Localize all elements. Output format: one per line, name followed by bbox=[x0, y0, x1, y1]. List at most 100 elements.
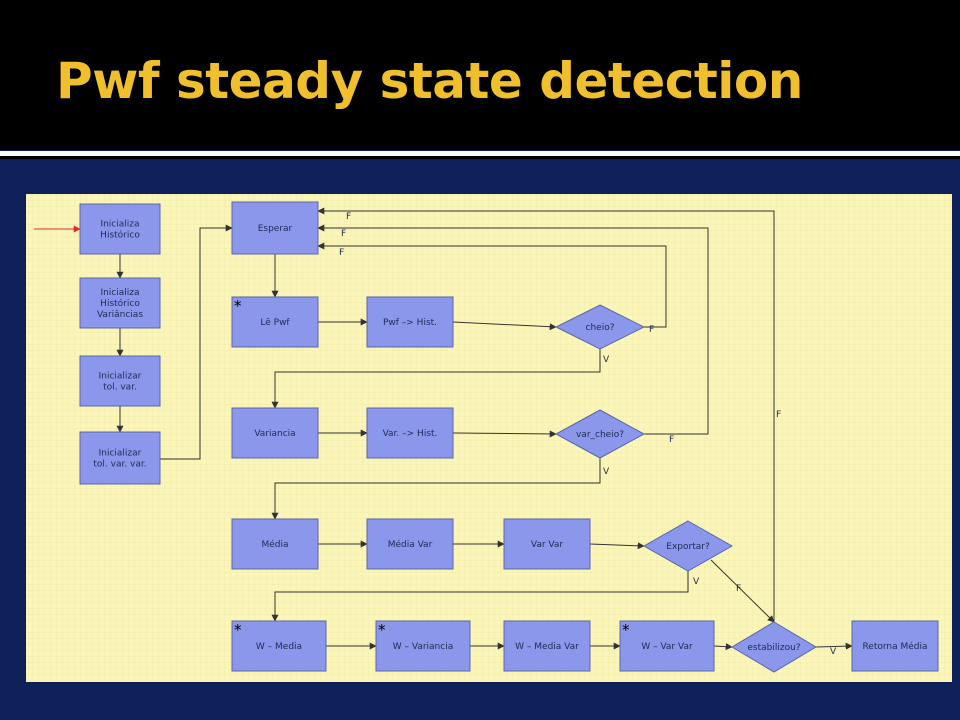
edge-estabilizou-true-retorna bbox=[815, 642, 853, 650]
node-box bbox=[231, 620, 327, 672]
edge-label-var-cheio-true: V bbox=[603, 467, 610, 477]
decision-label: Exportar? bbox=[666, 542, 710, 552]
decision-exportar: Exportar? bbox=[642, 520, 734, 572]
node-label: Retorna Média bbox=[862, 641, 927, 652]
node-var-hist: Var. –> Hist. bbox=[366, 407, 454, 459]
star-marker: * bbox=[234, 621, 242, 639]
edge-pwf-hist-cheio bbox=[452, 321, 557, 331]
decision-cheio: cheio? bbox=[554, 304, 646, 350]
decision-label: estabilizou? bbox=[747, 643, 800, 653]
node-pwf-hist: Pwf –> Hist. bbox=[366, 296, 454, 348]
node-label: Inicializa bbox=[100, 288, 139, 298]
edge-var-hist-var-cheio bbox=[452, 430, 557, 438]
node-media: Média bbox=[231, 518, 319, 570]
node-label: W – Media bbox=[256, 642, 302, 652]
node-label: Variâncias bbox=[97, 310, 143, 320]
star-marker: * bbox=[234, 297, 242, 315]
node-retorna-media: Retorna Média bbox=[851, 620, 939, 672]
decision-var-cheio: var_cheio? bbox=[554, 409, 646, 459]
edge-w-var-var-estabilizou bbox=[713, 643, 733, 651]
node-box bbox=[231, 201, 319, 255]
node-box bbox=[79, 431, 161, 485]
edge-label-estabilizou-false: F bbox=[776, 410, 781, 420]
title-divider-shadow bbox=[0, 156, 960, 159]
node-le-pwf: Lê Pwf * bbox=[231, 296, 319, 348]
node-label: Inicializar bbox=[99, 449, 142, 459]
node-label: Média bbox=[261, 539, 288, 550]
node-var-var: Var Var bbox=[503, 518, 591, 570]
node-w-var-var: W – Var Var* bbox=[619, 620, 715, 672]
node-box bbox=[503, 518, 591, 570]
node-label: tol. var. var. bbox=[93, 460, 146, 470]
slide-title: Pwf steady state detection bbox=[56, 52, 803, 110]
diagram-grid bbox=[26, 194, 952, 682]
node-label: W – Var Var bbox=[641, 642, 693, 652]
node-media-var: Média Var bbox=[366, 518, 454, 570]
node-box bbox=[366, 518, 454, 570]
edge-var-cheio-false-esperar bbox=[317, 224, 709, 435]
node-label: Histórico bbox=[100, 298, 140, 309]
edge-exportar-true-w-media bbox=[271, 571, 689, 622]
title-divider bbox=[0, 151, 960, 156]
node-label: W – Media Var bbox=[515, 642, 579, 652]
edge-label-esperar-in-3: F bbox=[339, 248, 344, 258]
node-w-media-var: W – Media Var bbox=[503, 620, 591, 672]
edge-label-cheio-false: F bbox=[649, 325, 654, 335]
node-box bbox=[366, 296, 454, 348]
edge-cheio-true-variancia bbox=[271, 349, 601, 409]
node-label: Lê Pwf bbox=[260, 317, 290, 328]
edges bbox=[34, 207, 853, 651]
decision-shape bbox=[554, 304, 646, 350]
decision-label: cheio? bbox=[586, 323, 615, 333]
edge-label-esperar-in-1: F bbox=[346, 212, 351, 222]
edge-label-var-cheio-false: F bbox=[669, 435, 674, 445]
node-w-variancia: W – Variancia* bbox=[375, 620, 471, 672]
node-box bbox=[231, 296, 319, 348]
edge-var-var-exportar bbox=[589, 542, 645, 550]
nodes: InicializaHistóricoInicializaHistóricoVa… bbox=[79, 201, 939, 673]
node-box bbox=[851, 620, 939, 672]
node-label: tol. var. bbox=[103, 383, 137, 393]
node-esperar: Esperar bbox=[231, 201, 319, 255]
node-box bbox=[79, 355, 161, 407]
decision-shape bbox=[642, 520, 734, 572]
edge-cheio-false-esperar bbox=[317, 242, 667, 328]
node-box bbox=[503, 620, 591, 672]
node-label: Var Var bbox=[531, 540, 564, 550]
edge-label-cheio-true: V bbox=[603, 355, 610, 365]
decision-shape bbox=[554, 409, 646, 459]
node-box bbox=[619, 620, 715, 672]
edge-exportar-false-estabilizou bbox=[710, 559, 775, 623]
node-box bbox=[366, 407, 454, 459]
edge-label-exportar-true: V bbox=[693, 577, 700, 587]
node-box bbox=[79, 277, 161, 329]
edge-label-exportar-false: F bbox=[736, 584, 741, 594]
decision-label: var_cheio? bbox=[576, 430, 624, 440]
node-label: Pwf –> Hist. bbox=[383, 318, 437, 328]
title-bar: Pwf steady state detection bbox=[0, 0, 960, 150]
edge-estabilizou-false-esperar bbox=[317, 207, 775, 622]
node-label: Histórico bbox=[100, 230, 140, 241]
node-label: Média Var bbox=[388, 539, 433, 550]
node-w-media: W – Media * bbox=[231, 620, 327, 672]
star-marker: * bbox=[378, 621, 386, 639]
node-box bbox=[375, 620, 471, 672]
node-label: Inicializa bbox=[100, 220, 139, 230]
node-box bbox=[231, 407, 319, 459]
node-variancia: Variancia bbox=[231, 407, 319, 459]
node-label: Variancia bbox=[254, 429, 295, 439]
edge-label-esperar-in-2: F bbox=[341, 229, 346, 239]
node-label: Esperar bbox=[258, 224, 293, 234]
edge-label-estabilizou-true: V bbox=[830, 647, 837, 657]
decision-estabilizou: estabilizou? bbox=[731, 621, 817, 673]
node-label: Var. –> Hist. bbox=[383, 429, 438, 439]
node-box bbox=[79, 203, 161, 255]
edge-init4-esperar bbox=[160, 224, 233, 460]
decision-shape bbox=[731, 621, 817, 673]
node-label: Inicializar bbox=[99, 372, 142, 382]
